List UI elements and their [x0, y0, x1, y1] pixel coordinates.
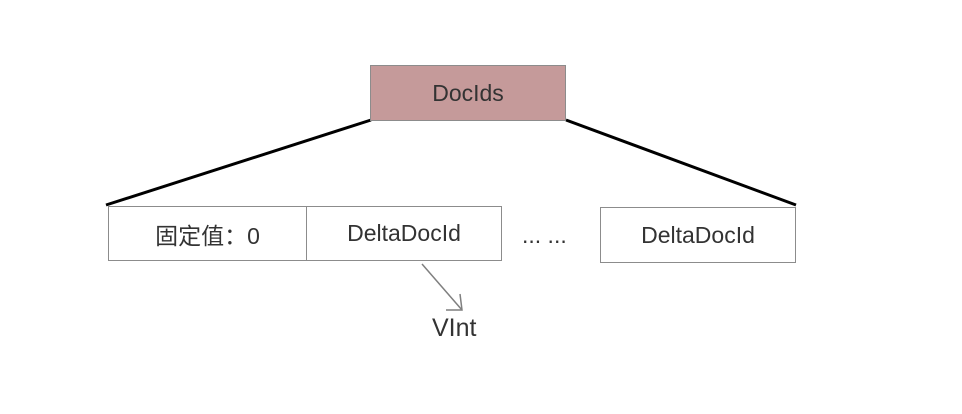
delta-docid-label: DeltaDocId [347, 220, 461, 246]
last-delta-docid-label: DeltaDocId [641, 221, 755, 248]
docids-label: DocIds [432, 79, 504, 106]
fixed-value-cell: 固定值：0 [108, 206, 307, 261]
right-branch-line [565, 118, 797, 207]
fixed-value-label: 固定值：0 [155, 222, 260, 249]
last-delta-docid-cell: DeltaDocId [600, 207, 796, 263]
ellipsis-text: ... ... [522, 222, 567, 248]
delta-docid-cell: DeltaDocId [306, 206, 502, 261]
docids-root-node: DocIds [370, 65, 566, 121]
left-branch-line [105, 118, 372, 207]
vint-label: VInt [432, 314, 477, 342]
vint-arrow [421, 263, 463, 311]
